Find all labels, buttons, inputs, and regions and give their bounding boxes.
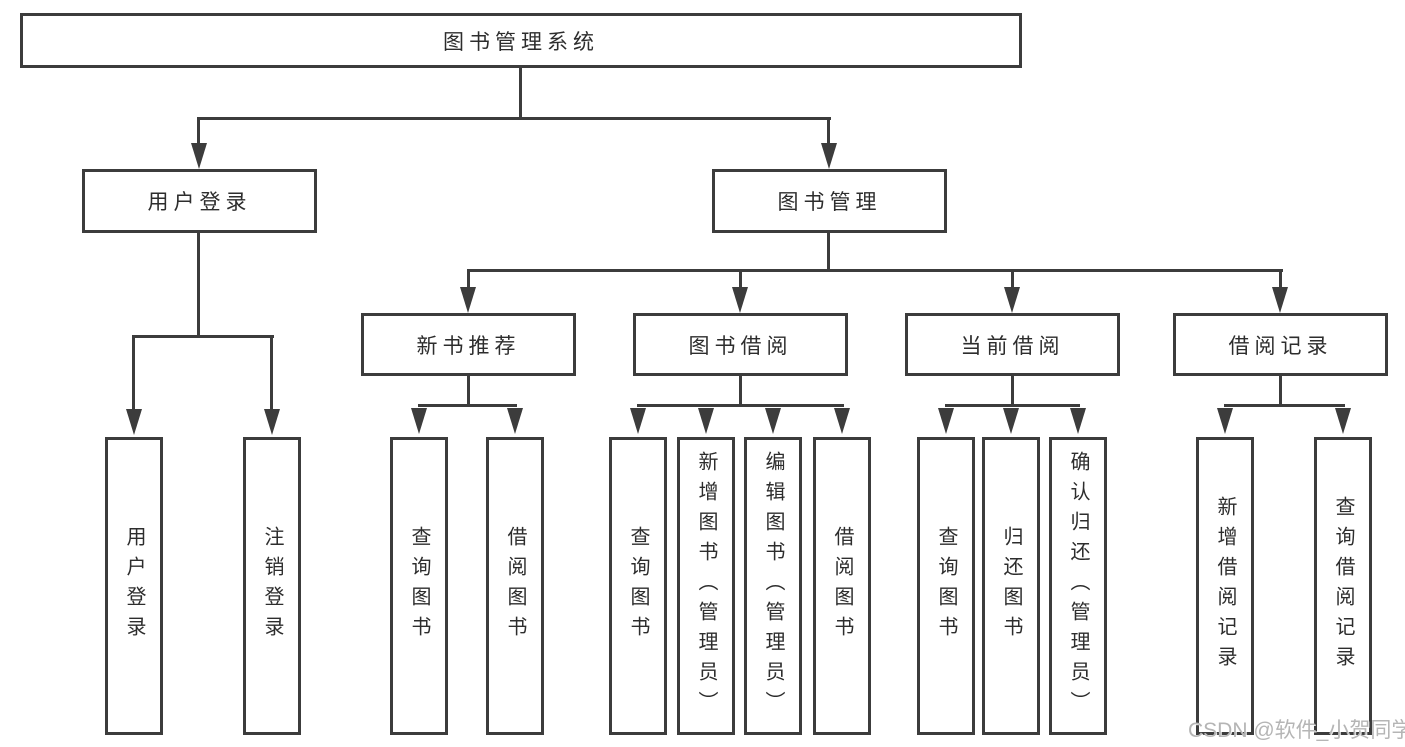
connector-login-bar-line: [132, 335, 274, 338]
arrow-down-icon: [834, 408, 850, 434]
arrow-down-icon: [630, 408, 646, 434]
leaf-borrow-books-newbooks-label: 借阅图书: [504, 526, 526, 646]
node-new-book-recommend: 新书推荐: [361, 313, 576, 376]
connector-login-stem-line: [197, 233, 200, 338]
node-user-login-label: 用户登录: [147, 191, 252, 214]
arrow-down-icon: [1335, 408, 1351, 434]
arrow-down-icon: [1272, 287, 1288, 313]
node-book-management: 图书管理: [712, 169, 947, 233]
arrow-down-icon: [264, 409, 280, 435]
arrow-down-icon: [191, 143, 207, 169]
arrow-down-icon: [698, 408, 714, 434]
leaf-logout-label: 注销登录: [261, 526, 283, 646]
node-current-borrow-label: 当前借阅: [960, 334, 1065, 358]
leaf-return-books-label: 归还图书: [1000, 526, 1022, 646]
connector-group-stem-line: [739, 374, 742, 406]
node-root: 图书管理系统: [20, 13, 1022, 68]
node-book-management-label: 图书管理: [777, 191, 882, 214]
arrow-down-icon: [460, 287, 476, 313]
arrow-down-icon: [126, 409, 142, 435]
leaf-add-books-admin: 新增图书（管理员）: [677, 437, 735, 735]
connector-group-stem-line: [467, 374, 470, 406]
arrow-down-icon: [1070, 408, 1086, 434]
node-new-book-recommend-label: 新书推荐: [416, 334, 521, 358]
leaf-confirm-return-admin: 确认归还（管理员）: [1049, 437, 1107, 735]
arrow-down-icon: [732, 287, 748, 313]
connector-group-stem-line: [1011, 374, 1014, 406]
leaf-query-books-current: 查询图书: [917, 437, 975, 735]
connector-login-stub-line: [270, 335, 273, 411]
leaf-query-books-borrow: 查询图书: [609, 437, 667, 735]
leaf-add-borrow-record: 新增借阅记录: [1196, 437, 1254, 735]
connector-l3-stub-line: [467, 269, 470, 289]
connector-root-stem-line: [519, 66, 522, 119]
node-user-login: 用户登录: [82, 169, 317, 233]
connector-l3-stub-line: [1279, 269, 1282, 289]
leaf-borrow-books-borrow: 借阅图书: [813, 437, 871, 735]
connector-newbooks-bar-line: [418, 404, 517, 407]
arrow-down-icon: [507, 408, 523, 434]
connector-currentborrow-bar-line: [945, 404, 1080, 407]
csdn-watermark: CSDN @软件_小贺同学: [1188, 719, 1405, 742]
node-borrow-records: 借阅记录: [1173, 313, 1388, 376]
connector-l1-stub-line: [197, 117, 200, 147]
connector-l3-stub-line: [739, 269, 742, 289]
leaf-user-login-label: 用户登录: [123, 526, 145, 646]
leaf-return-books: 归还图书: [982, 437, 1040, 735]
connector-records-bar-line: [1224, 404, 1345, 407]
leaf-borrow-books-borrow-label: 借阅图书: [831, 526, 853, 646]
arrow-down-icon: [1217, 408, 1233, 434]
leaf-query-books-newbooks: 查询图书: [390, 437, 448, 735]
node-book-borrow: 图书借阅: [633, 313, 848, 376]
arrow-down-icon: [938, 408, 954, 434]
connector-mgmt-stem-line: [827, 233, 830, 272]
leaf-logout: 注销登录: [243, 437, 301, 735]
leaf-query-borrow-record-label: 查询借阅记录: [1332, 496, 1354, 676]
leaf-borrow-books-newbooks: 借阅图书: [486, 437, 544, 735]
connector-login-stub-line: [132, 335, 135, 411]
leaf-edit-books-admin-label: 编辑图书（管理员）: [762, 451, 784, 721]
arrow-down-icon: [411, 408, 427, 434]
node-current-borrow: 当前借阅: [905, 313, 1120, 376]
arrow-down-icon: [1003, 408, 1019, 434]
leaf-edit-books-admin: 编辑图书（管理员）: [744, 437, 802, 735]
arrow-down-icon: [1004, 287, 1020, 313]
leaf-query-borrow-record: 查询借阅记录: [1314, 437, 1372, 735]
node-borrow-records-label: 借阅记录: [1228, 334, 1333, 358]
leaf-add-borrow-record-label: 新增借阅记录: [1214, 496, 1236, 676]
leaf-add-books-admin-label: 新增图书（管理员）: [695, 451, 717, 721]
node-book-borrow-label: 图书借阅: [688, 334, 793, 358]
connector-l3-stub-line: [1011, 269, 1014, 289]
arrow-down-icon: [765, 408, 781, 434]
connector-l1-stub-line: [827, 117, 830, 147]
arrow-down-icon: [821, 143, 837, 169]
connector-bookborrow-bar-line: [637, 404, 844, 407]
node-root-label: 图书管理系统: [443, 30, 599, 54]
leaf-query-books-current-label: 查询图书: [935, 526, 957, 646]
leaf-confirm-return-admin-label: 确认归还（管理员）: [1067, 451, 1089, 721]
connector-l1-bar-line: [197, 117, 831, 120]
leaf-query-books-newbooks-label: 查询图书: [408, 526, 430, 646]
connector-group-stem-line: [1279, 374, 1282, 406]
leaf-user-login: 用户登录: [105, 437, 163, 735]
connector-l3-bar-line: [467, 269, 1283, 272]
leaf-query-books-borrow-label: 查询图书: [627, 526, 649, 646]
